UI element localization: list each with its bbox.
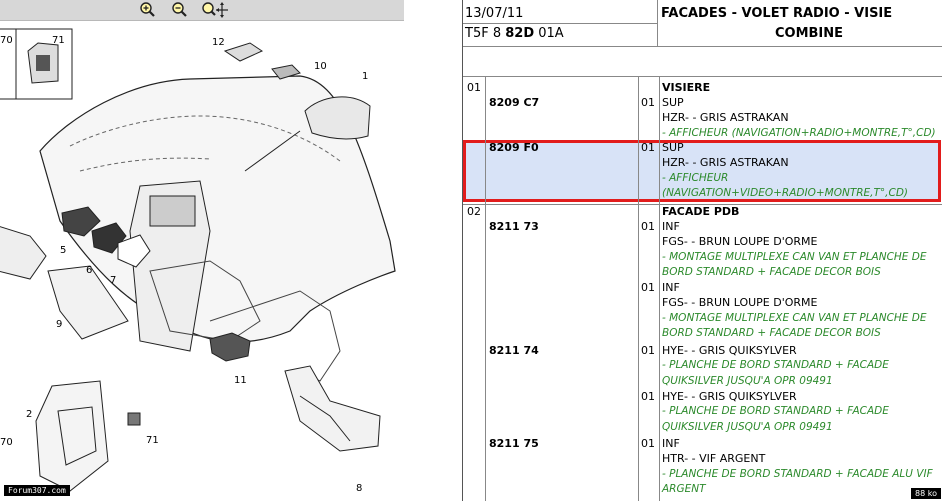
callout-label: 71 — [52, 35, 65, 46]
zoom-in-icon[interactable] — [138, 1, 158, 19]
part-quantity: 01 — [641, 220, 655, 233]
part-description-line: BORD STANDARD + FACADE DECOR BOIS — [662, 265, 881, 278]
row-number: 01 — [467, 81, 481, 94]
parts-header: 13/07/11 T5F 8 82D 01A FACADES - VOLET R… — [463, 0, 942, 46]
callout-label: 5 — [60, 245, 66, 256]
callout-label: 1 — [362, 71, 368, 82]
zoom-out-icon[interactable] — [170, 1, 190, 19]
callout-label: 7 — [110, 275, 116, 286]
header-code: T5F 8 82D 01A — [465, 26, 564, 41]
callout-label: 10 — [314, 61, 327, 72]
header-date: 13/07/11 — [465, 6, 524, 21]
header-divider — [463, 23, 657, 24]
part-quantity: 01 — [641, 344, 655, 357]
part-reference: 8211 73 — [489, 220, 539, 233]
part-description-line: HYE- - GRIS QUIKSYLVER — [662, 344, 797, 357]
callout-label: 9 — [56, 319, 62, 330]
viewer-toolbar — [0, 0, 404, 21]
separator-gap — [404, 0, 462, 501]
part-description-line: VISIERE — [662, 81, 711, 94]
part-description-line: FGS- - BRUN LOUPE D'ORME — [662, 235, 818, 249]
part-quantity: 01 — [641, 281, 655, 294]
callout-label: 71 — [146, 435, 159, 446]
part-description-line: - PLANCHE DE BORD STANDARD + FACADE — [662, 359, 889, 372]
part-quantity: 01 — [641, 437, 655, 450]
header-divider — [463, 46, 942, 47]
part-description-line: - PLANCHE DE BORD STANDARD + FACADE — [662, 405, 889, 418]
part-description-line: INF — [662, 437, 680, 450]
part-reference: 8211 75 — [489, 437, 539, 450]
part-description-line: HZR- - GRIS ASTRAKAN — [662, 111, 789, 125]
selected-row-highlight — [463, 140, 941, 202]
header-title: FACADES - VOLET RADIO - VISIE — [661, 6, 893, 21]
header-divider — [463, 76, 942, 77]
part-description-line: INF — [662, 220, 680, 233]
part-description-line: FACADE PDB — [662, 205, 740, 218]
callout-label: 6 — [86, 265, 92, 276]
forum-watermark: Forum307.com — [4, 485, 70, 496]
callout-label: 2 — [26, 409, 32, 420]
callout-label: 11 — [234, 375, 247, 386]
part-reference: 8211 74 — [489, 344, 539, 357]
callout-label: 70 — [0, 35, 13, 46]
part-reference: 8209 F0 — [489, 141, 539, 154]
part-description-line: INF — [662, 281, 680, 294]
column-divider — [659, 76, 660, 501]
part-description-line: SUP — [662, 96, 684, 109]
part-quantity: 01 — [641, 96, 655, 109]
column-divider — [485, 76, 486, 501]
part-description-line: FGS- - BRUN LOUPE D'ORME — [662, 296, 818, 310]
column-divider — [638, 76, 639, 501]
part-description-line: HTR- - VIF ARGENT — [662, 452, 766, 466]
row-number: 02 — [467, 205, 481, 218]
part-quantity: 01 — [641, 390, 655, 403]
group-divider — [463, 204, 942, 205]
parts-panel: 13/07/11 T5F 8 82D 01A FACADES - VOLET R… — [462, 0, 942, 501]
header-title-line2: COMBINE — [775, 26, 844, 41]
callout-label: 8 — [356, 483, 362, 494]
part-description-line: - PLANCHE DE BORD STANDARD + FACADE ALU … — [662, 467, 933, 480]
part-description-line: HYE- - GRIS QUIKSYLVER — [662, 390, 797, 403]
part-description-line: SUP — [662, 141, 684, 154]
part-description-line: - MONTAGE MULTIPLEXE CAN VAN ET PLANCHE … — [662, 250, 927, 263]
file-size-badge: 88 ko — [911, 488, 941, 499]
part-description-line: HZR- - GRIS ASTRAKAN — [662, 156, 789, 170]
part-description-line: - MONTAGE MULTIPLEXE CAN VAN ET PLANCHE … — [662, 311, 927, 324]
part-quantity: 01 — [641, 141, 655, 154]
callout-label: 70 — [0, 437, 13, 448]
callout-label: 12 — [212, 37, 225, 48]
zoom-pan-icon[interactable] — [200, 1, 228, 19]
part-description-line: - AFFICHEUR — [662, 171, 729, 184]
part-reference: 8209 C7 — [489, 96, 540, 109]
header-divider — [657, 0, 658, 46]
part-description-line: (NAVIGATION+VIDEO+RADIO+MONTRE,T°,CD) — [662, 186, 909, 199]
diagram-viewer: 70 71 12 10 1 5 6 7 9 11 2 70 71 8 Forum… — [0, 0, 404, 501]
part-description-line: QUIKSILVER JUSQU'A OPR 09491 — [662, 374, 833, 387]
part-description-line: - AFFICHEUR (NAVIGATION+RADIO+MONTRE,T°,… — [662, 126, 936, 139]
part-description-line: QUIKSILVER JUSQU'A OPR 09491 — [662, 420, 833, 433]
part-description-line: BORD STANDARD + FACADE DECOR BOIS — [662, 326, 881, 339]
part-description-line: ARGENT — [662, 482, 706, 495]
exploded-diagram: 70 71 12 10 1 5 6 7 9 11 2 70 71 8 — [0, 28, 396, 494]
